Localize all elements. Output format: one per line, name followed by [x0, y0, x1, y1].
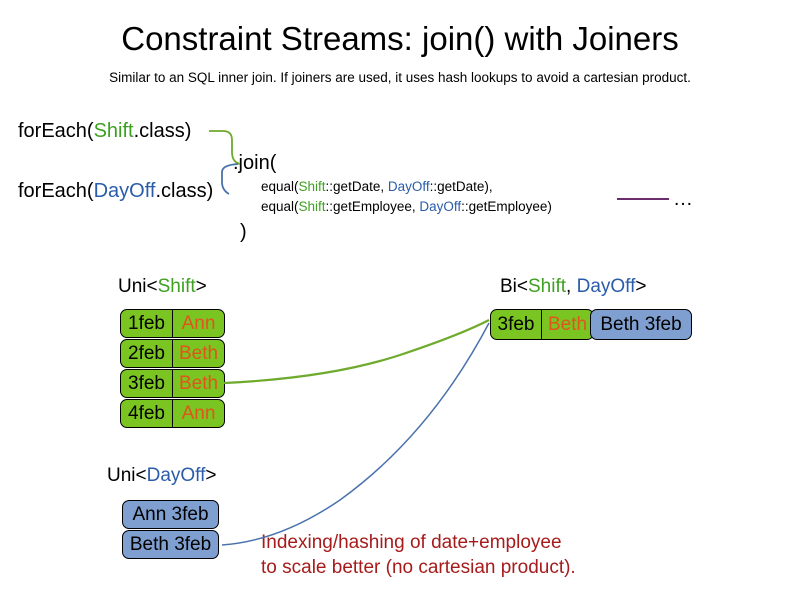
code-join-open: .join( — [233, 152, 277, 174]
uni-dayoff-prefix: Uni< — [107, 465, 147, 486]
annotation-line-2: to scale better (no cartesian product). — [261, 557, 576, 578]
joiner2-post: ::getEmployee) — [461, 199, 552, 214]
uni-shift-suffix: > — [195, 276, 207, 297]
foreach-shift-type: Shift — [93, 120, 134, 142]
page-title: Constraint Streams: join() with Joiners — [121, 20, 679, 57]
label-uni-dayoff: Uni<DayOff> — [107, 465, 217, 487]
shift-employee-cell: Beth — [178, 342, 219, 364]
joiner2-pre: equal( — [261, 199, 299, 214]
table-row: 2feb Beth — [120, 339, 225, 368]
joiner2-type-shift: Shift — [298, 199, 326, 214]
bi-dayoff-part: Beth 3feb — [590, 309, 692, 340]
code-foreach-dayoff: forEach(DayOff.class) — [18, 180, 213, 203]
code-join-close: ) — [240, 221, 247, 243]
code-joiner-equal-employee: equal(Shift::getEmployee, DayOff::getEmp… — [261, 199, 552, 214]
bi-mid: , — [566, 276, 577, 297]
uni-shift-prefix: Uni< — [118, 276, 158, 297]
uni-shift-type: Shift — [157, 276, 196, 297]
bi-shift-date-cell: 3feb — [491, 310, 542, 339]
bi-type-shift: Shift — [528, 276, 567, 297]
table-row: 1feb Ann — [120, 309, 225, 338]
shift-employee-cell: Ann — [181, 312, 216, 334]
table-row: 4feb Ann — [120, 399, 225, 428]
joiner1-post: ::getDate), — [429, 179, 493, 194]
shift-date-cell: 4feb — [121, 400, 173, 427]
joiner1-mid: ::getDate, — [325, 179, 388, 194]
list-item: Ann 3feb — [122, 500, 219, 529]
label-uni-shift: Uni<Shift> — [118, 276, 207, 298]
bi-suffix: > — [635, 276, 647, 297]
list-item: Beth 3feb — [122, 530, 219, 559]
ellipsis-text: … — [673, 188, 693, 210]
foreach-shift-suffix: .class) — [133, 120, 192, 142]
shift-employee-cell: Beth — [178, 372, 219, 394]
joiner2-mid: ::getEmployee, — [325, 199, 420, 214]
bi-shift-employee-cell: Beth — [547, 313, 588, 335]
joiner2-type-dayoff: DayOff — [419, 199, 462, 214]
joiner1-type-dayoff: DayOff — [387, 179, 430, 194]
code-joiner-equal-date: equal(Shift::getDate, DayOff::getDate), — [261, 179, 493, 194]
page-subtitle: Similar to an SQL inner join. If joiners… — [109, 70, 691, 85]
connector-shift-row-to-bi — [223, 319, 490, 385]
shift-date-cell: 2feb — [121, 340, 173, 367]
shift-employee-cell: Ann — [181, 402, 216, 424]
purple-rule-divider — [617, 198, 669, 200]
bi-prefix: Bi< — [500, 276, 528, 297]
shift-date-cell: 3feb — [121, 370, 173, 397]
joiner1-type-shift: Shift — [298, 179, 326, 194]
joiner1-pre: equal( — [261, 179, 299, 194]
uni-dayoff-type: DayOff — [146, 465, 206, 486]
code-foreach-shift: forEach(Shift.class) — [18, 120, 191, 143]
annotation-line-1: Indexing/hashing of date+employee — [261, 532, 562, 553]
shift-date-cell: 1feb — [121, 310, 173, 337]
table-row: 3feb Beth — [120, 369, 225, 398]
uni-dayoff-suffix: > — [205, 465, 217, 486]
foreach-dayoff-suffix: .class) — [155, 180, 214, 202]
connector-dayoff-row-to-bi — [221, 322, 490, 546]
label-bi-stream: Bi<Shift, DayOff> — [500, 276, 646, 298]
bi-shift-part: 3feb Beth — [490, 309, 594, 340]
foreach-dayoff-prefix: forEach( — [18, 180, 94, 202]
bi-type-dayoff: DayOff — [576, 276, 636, 297]
foreach-shift-prefix: forEach( — [18, 120, 94, 142]
annotation-text: Indexing/hashing of date+employee to sca… — [261, 530, 576, 580]
foreach-dayoff-type: DayOff — [93, 180, 156, 202]
